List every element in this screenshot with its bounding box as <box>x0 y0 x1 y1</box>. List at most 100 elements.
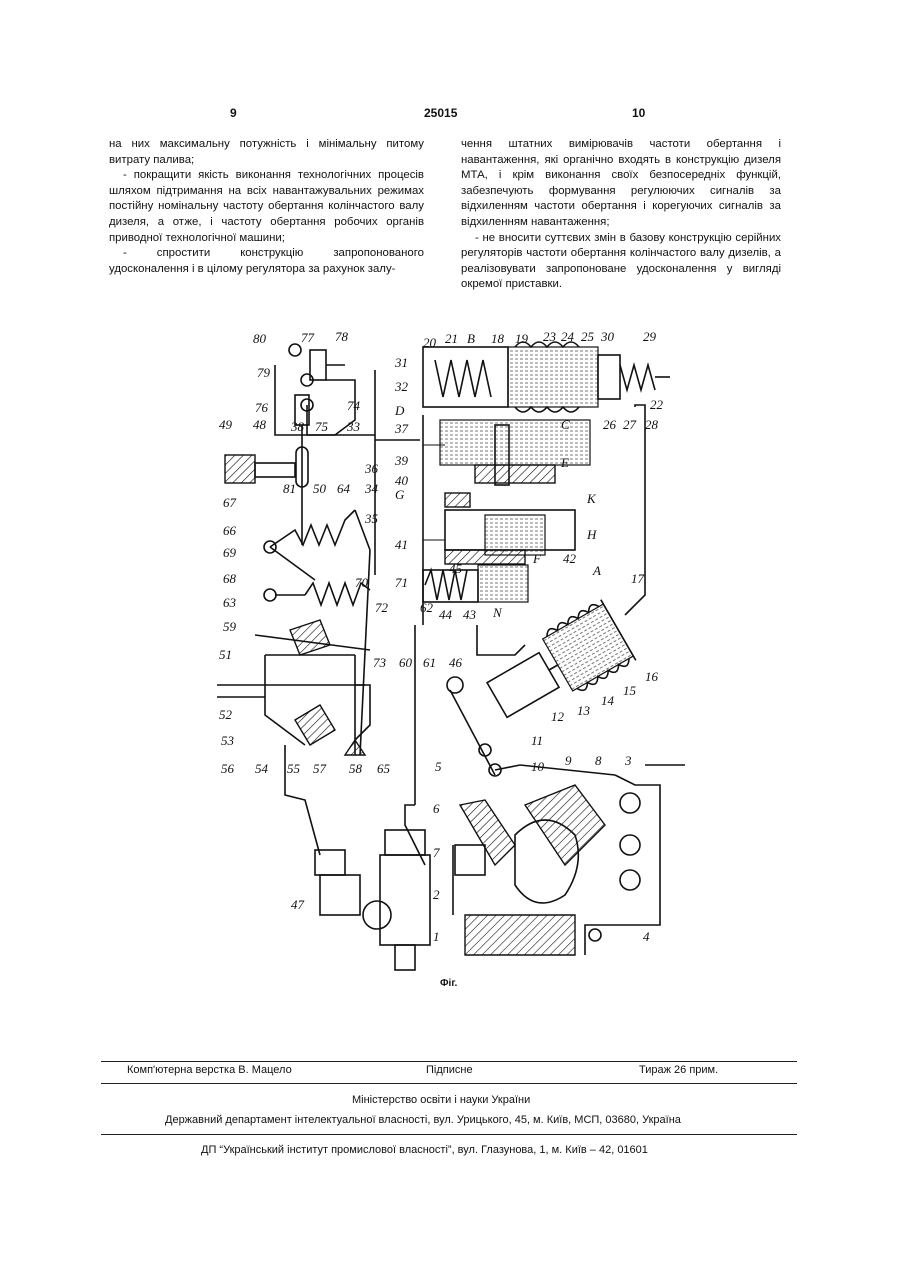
part-label: 64 <box>337 481 351 496</box>
part-label: 48 <box>253 417 267 432</box>
part-label: 79 <box>257 365 271 380</box>
part-label: 67 <box>223 495 237 510</box>
part-label: 22 <box>650 397 664 412</box>
part-label: 49 <box>219 417 233 432</box>
part-label: 17 <box>631 571 645 586</box>
part-label: 80 <box>253 331 267 346</box>
footer-signed: Підписне <box>426 1064 473 1076</box>
part-label: 39 <box>394 453 409 468</box>
part-label: F <box>532 551 542 566</box>
document-number: 25015 <box>424 106 457 120</box>
footer-typesetting: Комп'ютерна верстка В. Мацело <box>127 1064 292 1076</box>
part-label: 45 <box>449 561 463 576</box>
part-label: 15 <box>623 683 637 698</box>
part-label: N <box>492 605 503 620</box>
part-label: 6 <box>433 801 440 816</box>
footer-institute: ДП “Український інститут промислової вла… <box>201 1144 648 1156</box>
injector-assembly <box>285 745 430 970</box>
part-label: 51 <box>219 647 232 662</box>
part-label: 4 <box>643 929 650 944</box>
part-label: 41 <box>395 537 408 552</box>
part-label: 25 <box>581 329 595 344</box>
part-label: 60 <box>399 655 413 670</box>
part-label: 59 <box>223 619 237 634</box>
part-label: 30 <box>600 329 615 344</box>
part-label: 33 <box>346 419 361 434</box>
part-label: 29 <box>643 329 657 344</box>
governor-lever-system <box>217 510 370 755</box>
part-label: 3 <box>624 753 632 768</box>
part-label: 52 <box>219 707 233 722</box>
part-label: 47 <box>291 897 305 912</box>
footer-rule-bottom <box>101 1134 797 1135</box>
paragraph: - покращити якість виконання технологічн… <box>109 168 424 246</box>
part-label: 75 <box>315 419 329 434</box>
part-label: 37 <box>394 421 409 436</box>
page-number-right: 10 <box>632 106 645 120</box>
paragraph: - спростити конструкцію запропонованого … <box>109 246 424 277</box>
part-label: 57 <box>313 761 327 776</box>
part-label: 28 <box>645 417 659 432</box>
text-column-right: чення штатних вимірювачів частоти оберта… <box>461 137 781 293</box>
footer-ministry: Міністерство освіти і науки України <box>352 1094 530 1106</box>
part-label: 2 <box>433 887 440 902</box>
part-label: 76 <box>255 400 269 415</box>
part-label: 77 <box>301 330 315 345</box>
part-label: 73 <box>373 655 387 670</box>
part-label: E <box>560 455 569 470</box>
part-label: 14 <box>601 693 615 708</box>
part-label: B <box>467 331 475 346</box>
part-label: G <box>395 487 405 502</box>
part-label: 43 <box>463 607 477 622</box>
linkage-lower <box>405 625 685 955</box>
footer-rule-top <box>101 1061 797 1062</box>
part-label: 42 <box>563 551 577 566</box>
part-label: 63 <box>223 595 237 610</box>
part-label: 5 <box>435 759 442 774</box>
part-label: 74 <box>347 398 361 413</box>
text-column-left: на них максимальну потужність і мінімаль… <box>109 137 424 277</box>
part-label: 50 <box>313 481 327 496</box>
part-label: 46 <box>449 655 463 670</box>
part-label: 66 <box>223 523 237 538</box>
part-label: 68 <box>223 571 237 586</box>
fuel-pump-body <box>453 785 640 955</box>
footer-rule-middle <box>101 1083 797 1084</box>
part-label: 70 <box>355 575 369 590</box>
part-label: 16 <box>645 669 659 684</box>
part-label: A <box>592 563 601 578</box>
part-label: 13 <box>577 703 591 718</box>
part-label: 24 <box>561 329 575 344</box>
part-label: 31 <box>394 355 408 370</box>
part-label: 10 <box>531 759 545 774</box>
part-label: 78 <box>335 329 349 344</box>
part-label: 44 <box>439 607 453 622</box>
part-label: 1 <box>433 929 440 944</box>
part-label: 65 <box>377 761 391 776</box>
part-label: 20 <box>423 335 437 350</box>
part-label: 36 <box>364 461 379 476</box>
footer-department: Державний департамент інтелектуальної вл… <box>165 1114 681 1126</box>
paragraph: чення штатних вимірювачів частоти оберта… <box>461 137 781 231</box>
part-label: C <box>561 417 570 432</box>
footer-circulation: Тираж 26 прим. <box>639 1064 718 1076</box>
part-label: 38 <box>290 419 305 434</box>
part-label: 27 <box>623 417 637 432</box>
page-number-left: 9 <box>230 106 237 120</box>
paragraph: на них максимальну потужність і мінімаль… <box>109 137 424 168</box>
part-label: 54 <box>255 761 269 776</box>
part-label: 62 <box>420 600 434 615</box>
part-label: 8 <box>595 753 602 768</box>
part-label: 71 <box>395 575 408 590</box>
part-label: 58 <box>349 761 363 776</box>
part-label: D <box>394 403 405 418</box>
technical-drawing: 80 77 78 79 76 38 75 74 33 49 48 36 81 5… <box>195 325 715 990</box>
part-label: 61 <box>423 655 436 670</box>
part-label: 34 <box>364 481 379 496</box>
part-label: 56 <box>221 761 235 776</box>
paragraph: - не вносити суттєвих змін в базову конс… <box>461 231 781 293</box>
part-label: 40 <box>395 473 409 488</box>
figure-caption: Фіг. <box>440 978 457 989</box>
part-label: 35 <box>364 511 379 526</box>
part-label: 69 <box>223 545 237 560</box>
